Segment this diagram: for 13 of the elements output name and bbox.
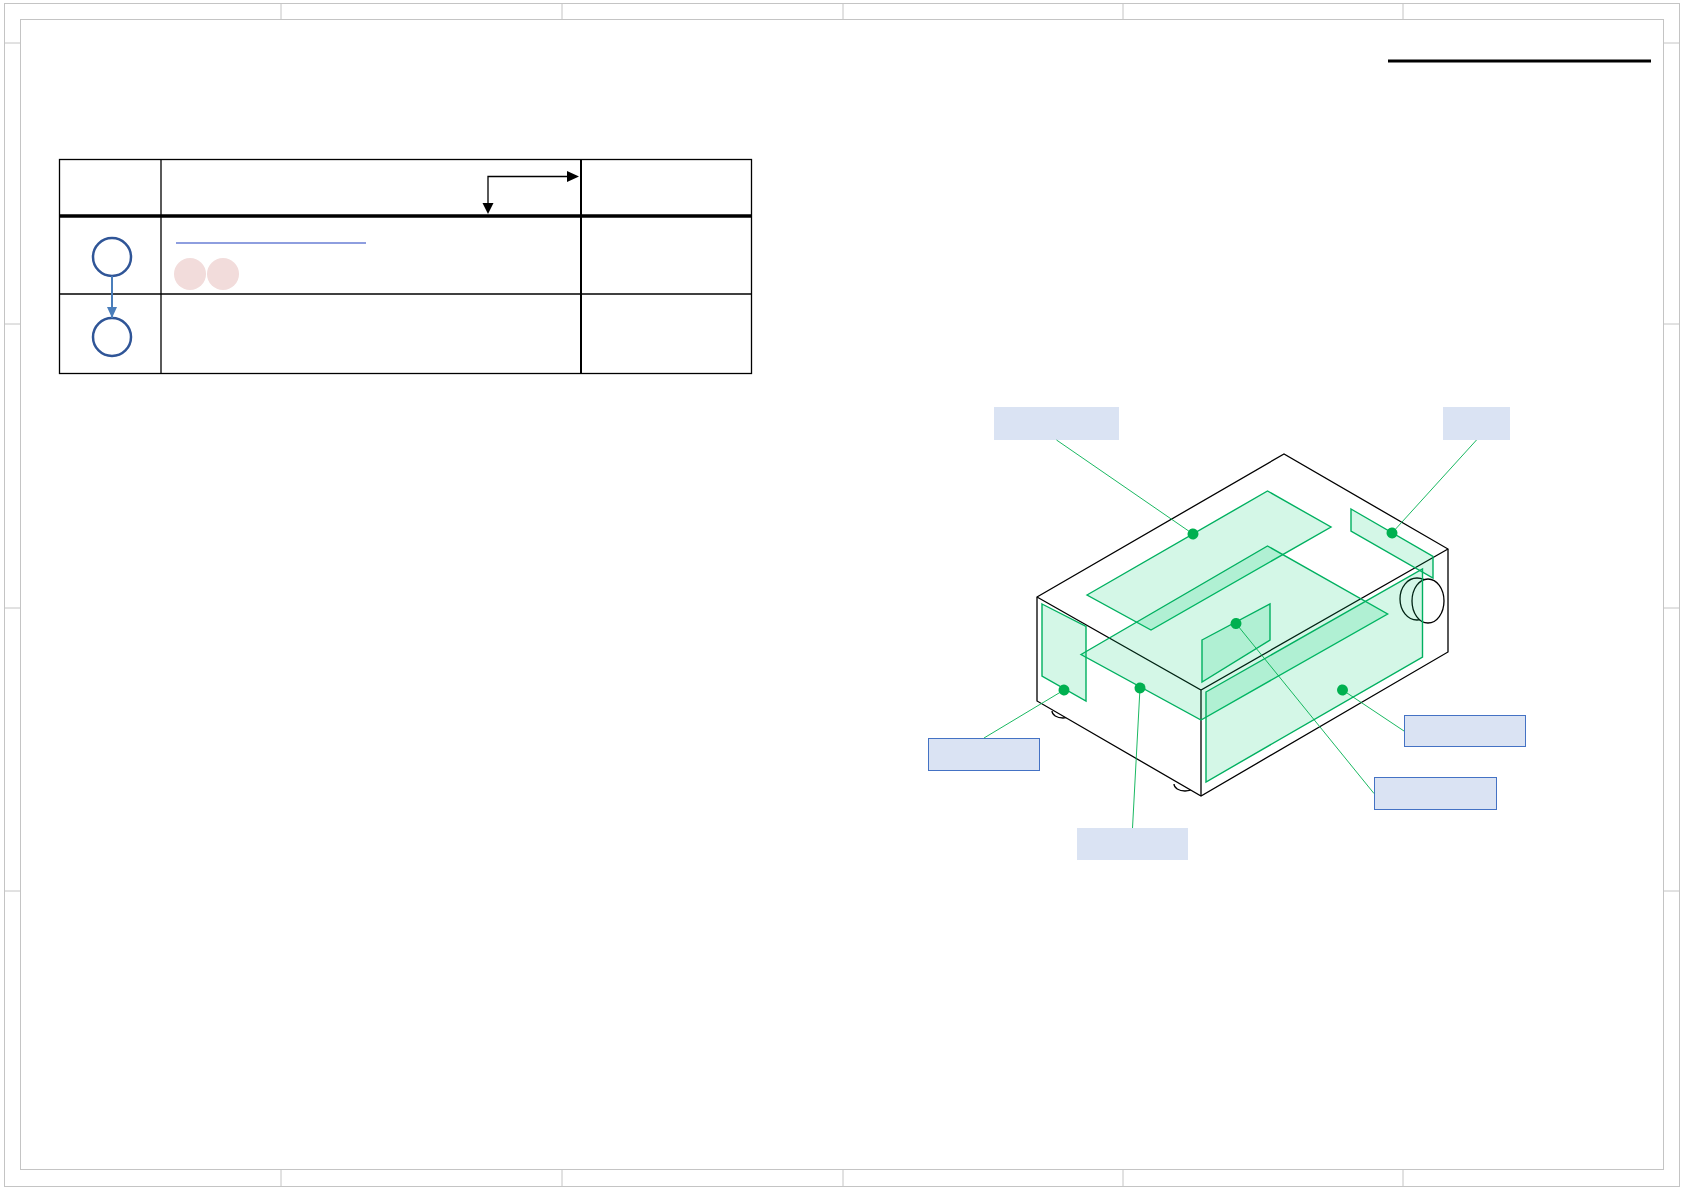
highlighted-panel (1202, 604, 1270, 682)
callout-box (1443, 407, 1510, 440)
flow-circle (91, 316, 133, 358)
highlighted-panel (1041, 603, 1087, 702)
highlighted-panel (1205, 568, 1424, 783)
highlighted-panel (1350, 508, 1434, 579)
callout-box (1404, 715, 1526, 747)
flow-circle (91, 236, 133, 278)
arrow (107, 275, 117, 319)
callout-box (1374, 777, 1497, 810)
callout-box (1077, 828, 1188, 860)
callout-box (928, 738, 1040, 771)
callout-box (994, 407, 1119, 440)
